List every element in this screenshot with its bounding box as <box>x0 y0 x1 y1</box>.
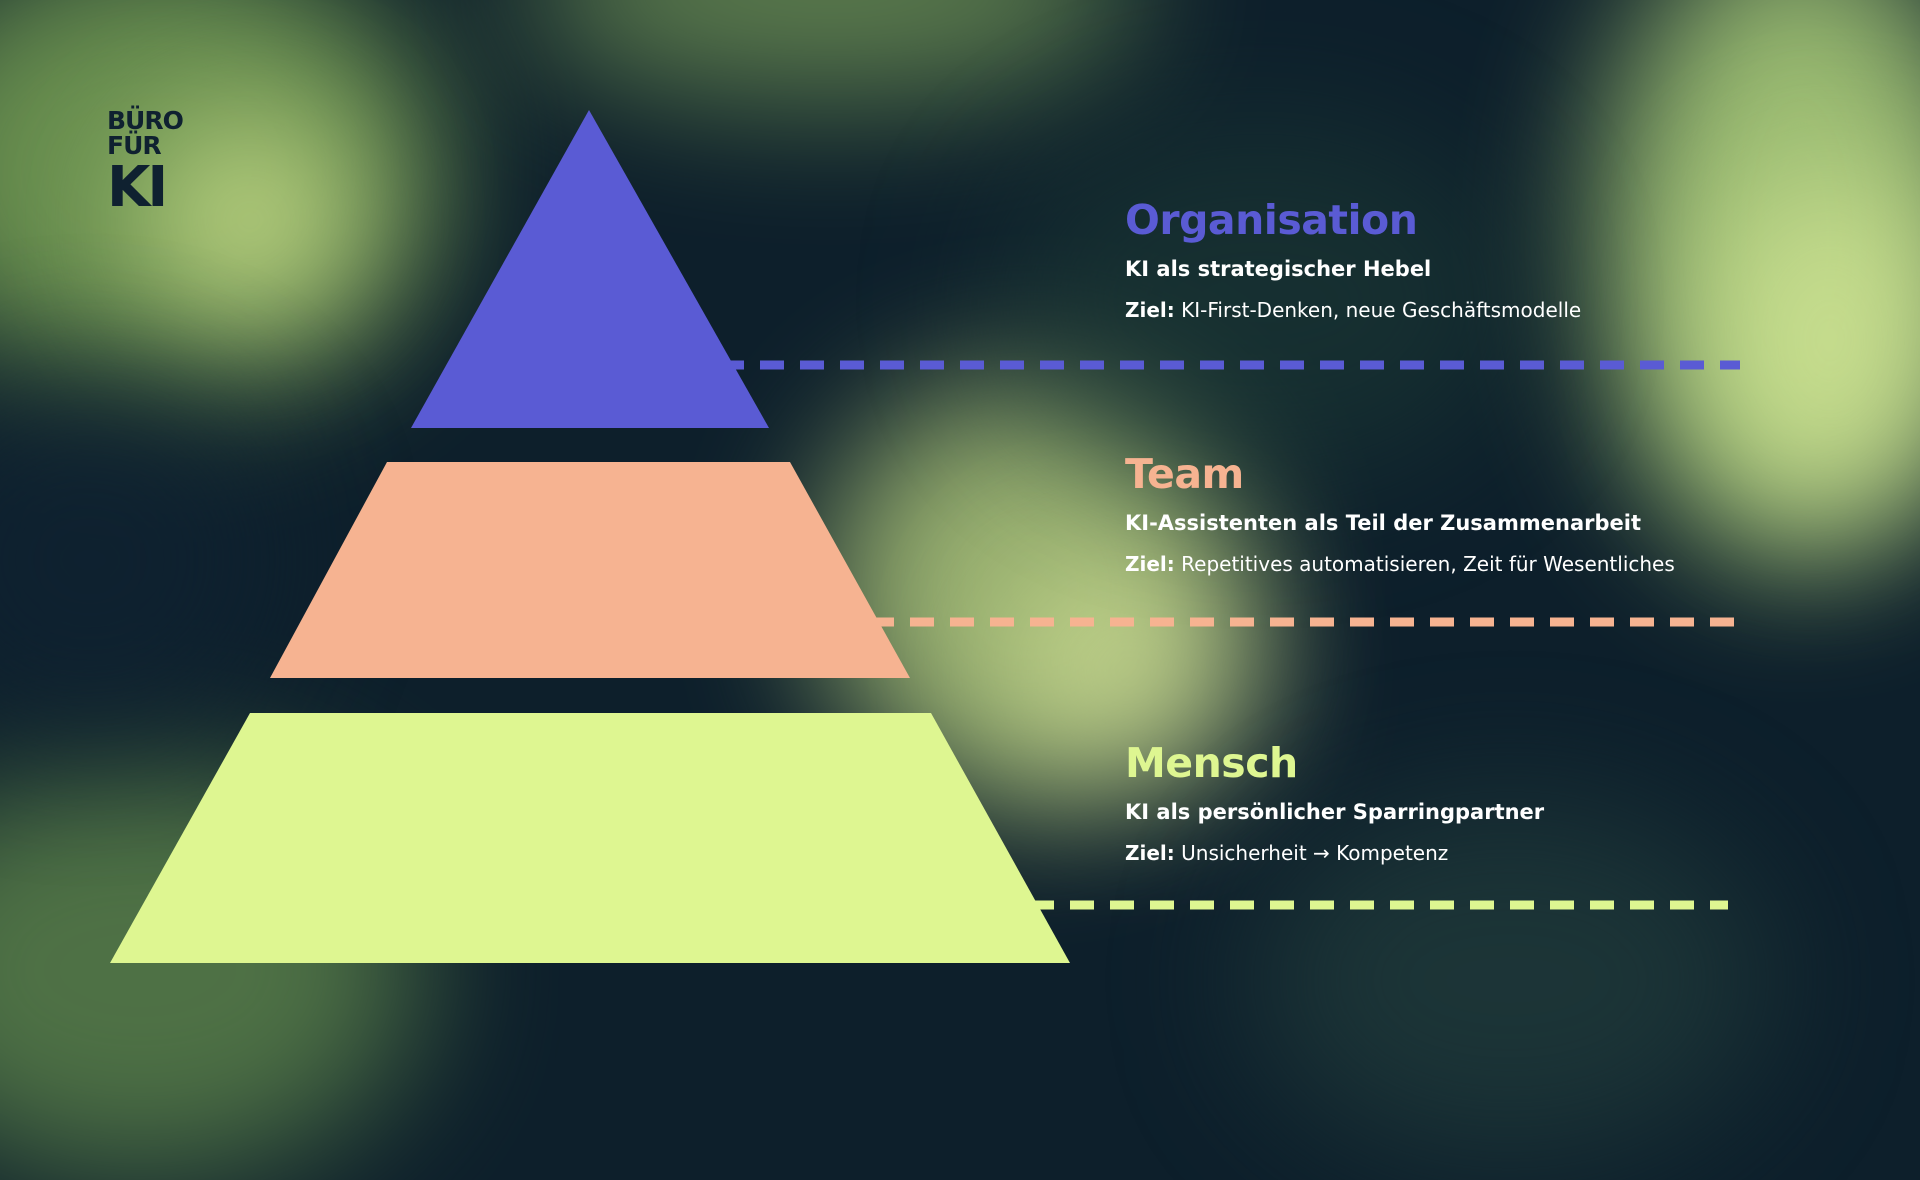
level-goal-mensch: Ziel: Unsicherheit → Kompetenz <box>1125 841 1544 865</box>
pyramid-tier-mensch <box>110 713 1070 963</box>
pyramid-tier-organisation <box>411 110 769 428</box>
level-mensch: Mensch KI als persönlicher Sparringpartn… <box>1125 739 1545 866</box>
level-organisation: Organisation KI als strategischer Hebel … <box>1125 196 1581 323</box>
goal-text: Unsicherheit → Kompetenz <box>1181 841 1449 865</box>
goal-text: Repetitives automatisieren, Zeit für Wes… <box>1181 552 1675 576</box>
pyramid-tier-team <box>270 462 910 678</box>
logo-line-1: BÜRO <box>107 106 184 135</box>
pyramid-diagram <box>110 110 1740 963</box>
level-subtitle-mensch: KI als persönlicher Sparringpartner <box>1125 800 1545 824</box>
level-goal-organisation: Ziel: KI-First-Denken, neue Geschäftsmod… <box>1125 298 1581 322</box>
level-team: Team KI-Assistenten als Teil der Zusamme… <box>1125 450 1675 577</box>
level-title-team: Team <box>1125 450 1244 498</box>
logo: BÜRO FÜR KI <box>107 108 185 216</box>
level-goal-team: Ziel: Repetitives automatisieren, Zeit f… <box>1125 552 1675 576</box>
level-subtitle-organisation: KI als strategischer Hebel <box>1125 257 1432 281</box>
level-subtitle-team: KI-Assistenten als Teil der Zusammenarbe… <box>1125 511 1641 535</box>
logo-line-3: KI <box>107 155 168 220</box>
goal-label: Ziel: <box>1125 298 1175 322</box>
level-title-mensch: Mensch <box>1125 739 1298 787</box>
goal-label: Ziel: <box>1125 841 1175 865</box>
level-title-organisation: Organisation <box>1125 196 1418 244</box>
goal-text: KI-First-Denken, neue Geschäftsmodelle <box>1181 298 1582 322</box>
goal-label: Ziel: <box>1125 552 1175 576</box>
logo-line-2: FÜR <box>107 131 162 160</box>
